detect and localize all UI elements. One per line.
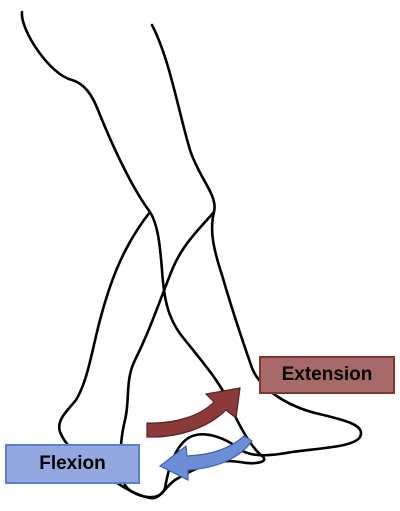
rear-leg-outline	[119, 23, 363, 499]
extension-label: Extension	[259, 356, 395, 394]
front-leg-outline	[20, 10, 266, 500]
flexion-label: Flexion	[5, 444, 140, 484]
flexion-arrow-icon	[158, 435, 253, 481]
extension-arrow-icon	[146, 387, 241, 438]
